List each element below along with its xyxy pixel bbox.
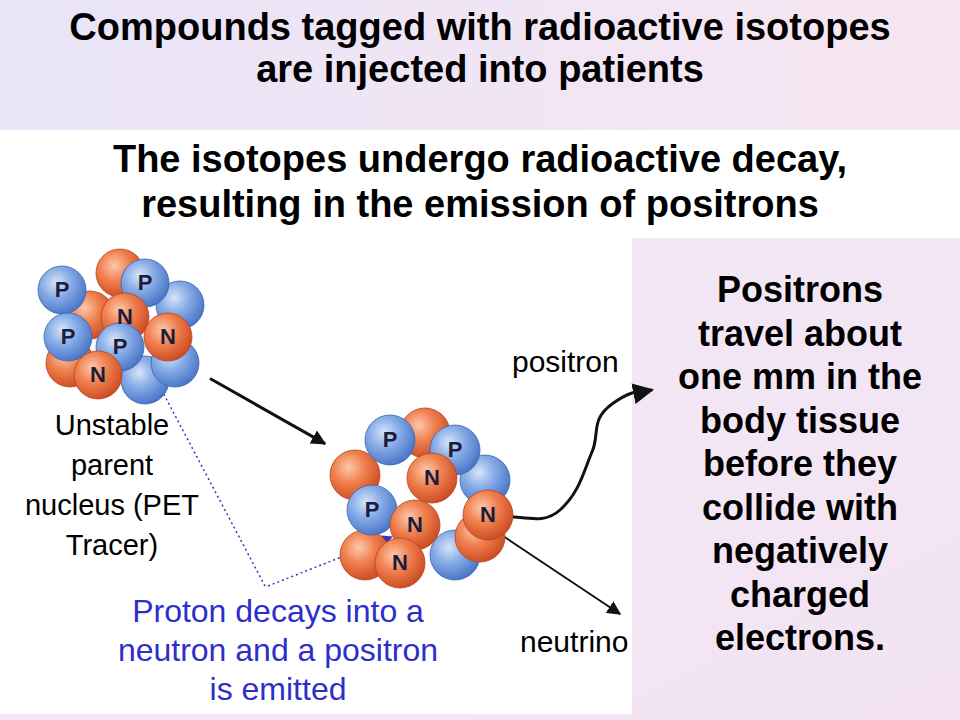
nucleon-letter: N xyxy=(480,503,496,527)
nucleon-letter: N xyxy=(160,325,176,349)
nucleon-letter: N xyxy=(117,305,133,329)
subtitle-band: The isotopes undergo radioactive decay, … xyxy=(0,130,960,238)
process-note: Proton decays into a neutron and a posit… xyxy=(110,592,446,709)
particle-label: neutrino xyxy=(520,625,680,659)
band-text: The isotopes undergo radioactive decay, … xyxy=(50,137,910,227)
daughter-nucleus: PPNPNNN xyxy=(325,405,515,590)
title-text: Compounds tagged with radioactive isotop… xyxy=(69,6,890,90)
nucleon-ball xyxy=(375,538,425,588)
nucleon-letter: P xyxy=(61,325,76,349)
process-arrow xyxy=(210,379,325,444)
nucleon-ball xyxy=(38,266,86,314)
nucleon-letter: N xyxy=(424,466,440,490)
nucleon-letter: P xyxy=(365,498,380,522)
tracer-label: Unstable parent nucleus (PET Tracer) xyxy=(22,405,202,565)
particle-label: positron xyxy=(512,345,672,379)
nucleon-letter: P xyxy=(448,438,463,462)
nucleon-letter: P xyxy=(55,278,70,302)
lower-ground xyxy=(0,238,960,720)
nucleon-letter: N xyxy=(407,513,423,537)
nucleon-letter: P xyxy=(113,335,128,359)
nucleon-letter: N xyxy=(392,551,408,575)
explanation-text: Positrons travel about one mm in the bod… xyxy=(671,268,929,660)
nucleon-ball xyxy=(347,485,397,535)
nucleon-ball xyxy=(144,313,192,361)
nucleon-letter: N xyxy=(90,363,106,387)
nucleus-cluster xyxy=(325,405,515,590)
nucleon-letter: P xyxy=(138,271,153,295)
nucleon-letter: P xyxy=(383,428,398,452)
nucleon-ball xyxy=(463,490,513,540)
title-band xyxy=(0,0,960,130)
title-block: Compounds tagged with radioactive isotop… xyxy=(50,6,910,90)
nucleon-ball xyxy=(365,415,415,465)
nucleon-ball xyxy=(44,313,92,361)
parent-nucleus: PPNPPNN xyxy=(30,245,210,410)
